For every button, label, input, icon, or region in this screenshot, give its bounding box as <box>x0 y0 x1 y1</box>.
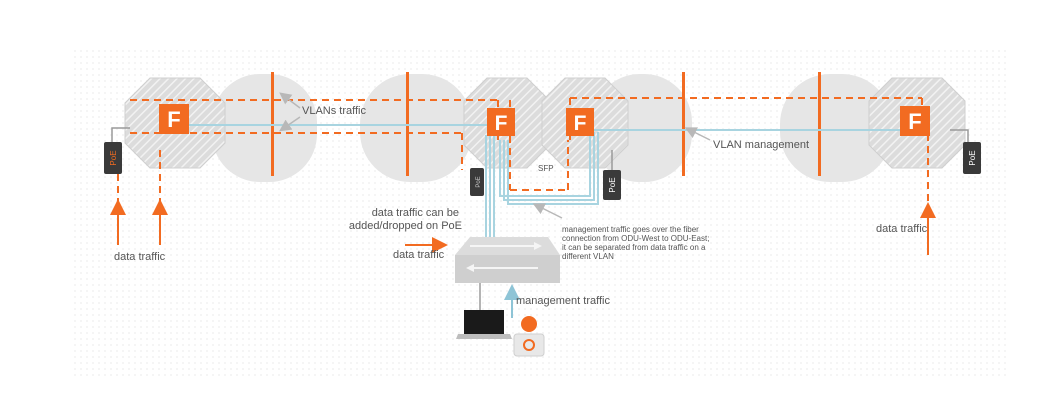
vlan-management-label: VLAN management <box>713 139 809 151</box>
pointer-arrow <box>279 92 711 219</box>
radio-logo: F <box>900 106 930 136</box>
poe-injector-icon: PoE <box>104 142 122 174</box>
svg-text:F: F <box>167 107 180 132</box>
poe-add-drop-label: data traffic can be added/dropped on PoE <box>349 207 462 232</box>
svg-text:PoE: PoE <box>476 176 482 187</box>
sfp-label: SFP <box>538 164 554 173</box>
management-traffic-label: management traffic <box>516 295 610 307</box>
data-traffic-switch-label: data traffic <box>393 249 445 261</box>
user-icon <box>513 316 545 357</box>
poe-injector-icon: PoE <box>963 142 981 174</box>
dish-antenna-icon <box>212 74 317 182</box>
radio-logo: F <box>566 108 594 136</box>
laptop-icon <box>456 310 512 339</box>
radio-logo: F <box>159 104 189 134</box>
radio-logo: F <box>487 108 515 136</box>
svg-text:F: F <box>908 109 921 134</box>
vlans-traffic-label: VLANs traffic <box>302 105 366 117</box>
svg-text:PoE: PoE <box>968 150 977 165</box>
svg-text:F: F <box>574 112 587 135</box>
poe-injector-icon: PoE <box>603 170 621 200</box>
management-path <box>111 124 969 318</box>
svg-text:F: F <box>495 112 508 135</box>
data-traffic-left-label: data traffic <box>114 251 166 263</box>
fiber-note-label: management traffic goes over the fiber c… <box>562 225 712 261</box>
poe-injector-icon: PoE <box>470 168 484 196</box>
data-arrow <box>110 199 936 255</box>
svg-text:PoE: PoE <box>109 150 118 165</box>
dish-antenna-icon <box>780 74 892 182</box>
svg-text:PoE: PoE <box>608 177 617 192</box>
data-traffic-right-label: data traffic <box>876 223 928 235</box>
network-switch-icon <box>455 237 560 283</box>
dish-antenna-icon <box>360 74 472 182</box>
